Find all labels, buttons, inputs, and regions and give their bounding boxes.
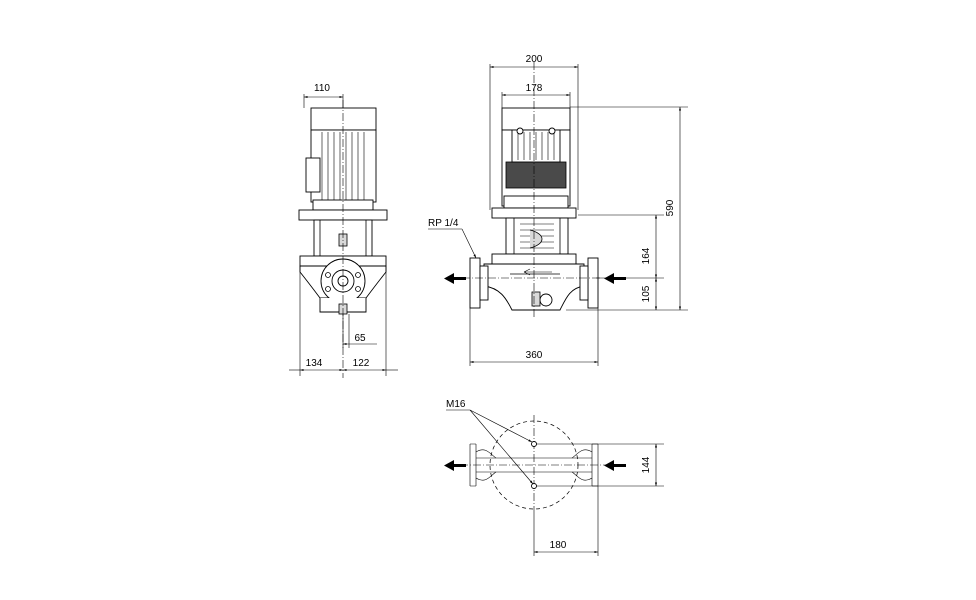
dim-plan-180: 180 [533,486,599,556]
dim-front-105-text: 105 [641,285,652,302]
dim-side-134-text: 134 [306,358,323,369]
dim-plan-144-text: 144 [641,456,652,473]
front-view: 200 178 590 164 105 RP 1/4 [428,54,688,366]
plan-flow-inlet-arrow [604,460,626,471]
front-flow-outlet-arrow [444,273,466,284]
dim-side-bottom: 134 122 [289,266,398,376]
callout-rp-port: RP 1/4 [428,218,477,259]
callout-m16-text: M16 [446,399,466,410]
dim-front-360-text: 360 [526,350,543,361]
dim-side-122-text: 122 [353,358,370,369]
callout-rp-port-text: RP 1/4 [428,218,459,229]
dim-side-110-text: 110 [314,83,330,94]
dim-front-178-text: 178 [526,83,543,94]
dim-front-164-text: 164 [641,247,652,264]
dim-front-590-text: 590 [665,199,676,216]
dim-front-200-text: 200 [526,54,543,65]
side-view: 110 65 134 122 [289,83,398,378]
dim-side-110: 110 [303,83,344,108]
plan-flow-outlet-arrow [444,460,466,471]
dim-plan-180-text: 180 [550,540,567,551]
dim-side-65-text: 65 [354,333,366,344]
front-flow-inlet-arrow [604,273,626,284]
front-lantern [505,217,569,255]
dim-front-200: 200 [489,54,579,210]
plan-view: M16 144 180 [444,399,664,556]
dim-side-65: 65 [342,314,377,348]
dim-front-heights: 590 164 105 [566,106,688,311]
front-motor [501,107,571,209]
side-motor [305,107,377,211]
dim-plan-144: 144 [536,443,664,487]
dim-front-178: 178 [501,83,571,108]
callout-m16: M16 [446,399,534,485]
dim-front-360: 360 [469,308,599,366]
